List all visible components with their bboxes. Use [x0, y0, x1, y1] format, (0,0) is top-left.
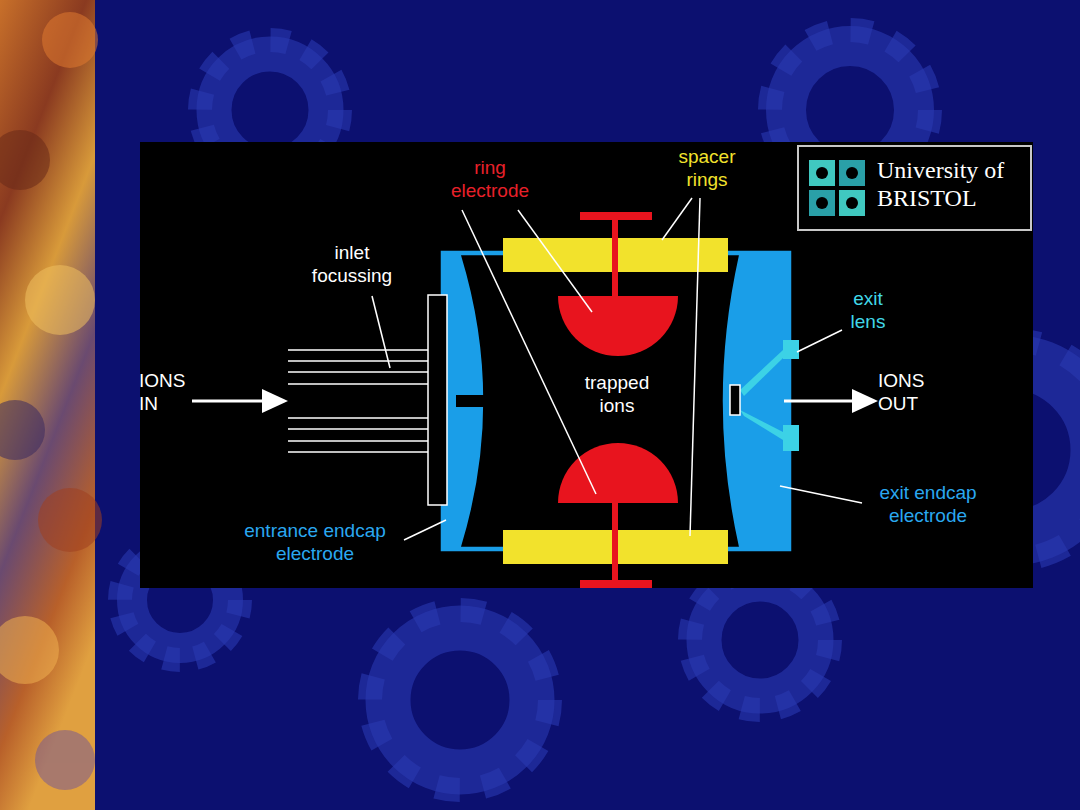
- part-label: entrance endcap electrode: [220, 520, 410, 566]
- exit-aperture: [730, 385, 740, 415]
- diagram-panel: [140, 142, 1033, 588]
- logo-text: University of BRISTOL: [877, 157, 1027, 212]
- inlet-lens-plate: [428, 295, 447, 505]
- part-label: spacer rings: [666, 146, 748, 192]
- leader-lines: [372, 198, 862, 540]
- ring-electrode: [558, 212, 678, 588]
- ion-arrows: [192, 389, 878, 413]
- part-label: ring electrode: [440, 157, 540, 203]
- entrance-hole: [456, 395, 504, 407]
- part-label: exit endcap electrode: [862, 482, 994, 528]
- crest-icon: [807, 158, 869, 218]
- strip-texture: [0, 12, 102, 790]
- part-label: exit lens: [842, 288, 894, 334]
- entrance-endcap-electrode: [440, 250, 505, 552]
- background-gears: [120, 30, 1080, 790]
- flow-label: IONS IN: [139, 370, 201, 416]
- region-label: trapped ions: [572, 372, 662, 418]
- exit-endcap-electrode: [722, 250, 792, 552]
- part-label: inlet focussing: [297, 242, 407, 288]
- logo-box: University of BRISTOL: [797, 145, 1032, 231]
- flow-label: IONS OUT: [878, 370, 940, 416]
- exit-lens: [740, 340, 799, 451]
